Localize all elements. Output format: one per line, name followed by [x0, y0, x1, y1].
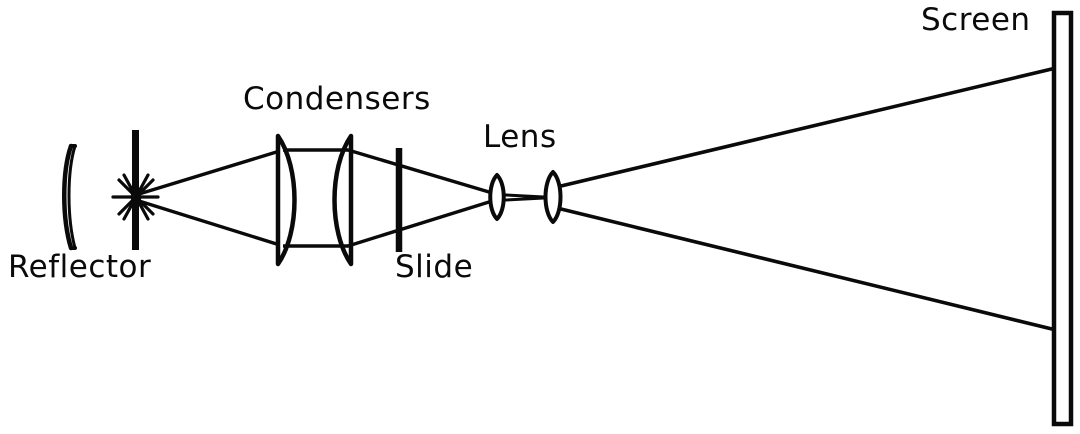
reflector-icon [62, 143, 77, 251]
light-source-starburst [111, 170, 160, 226]
label-screen: Screen [921, 2, 1031, 38]
ray-source-to-condensers [137, 148, 285, 248]
ray-crossover [504, 193, 546, 202]
label-lens: Lens [483, 119, 557, 155]
screen-panel [1051, 10, 1074, 427]
lens-element-1 [488, 173, 506, 221]
ray-lens-to-screen [559, 66, 1058, 332]
label-reflector: Reflector [8, 249, 152, 285]
lens-element-2 [543, 170, 563, 224]
label-condensers: Condensers [243, 81, 431, 117]
ray-condenser-to-lens [346, 148, 491, 248]
label-slide: Slide [395, 249, 474, 285]
ray-between-condensers [283, 148, 348, 248]
